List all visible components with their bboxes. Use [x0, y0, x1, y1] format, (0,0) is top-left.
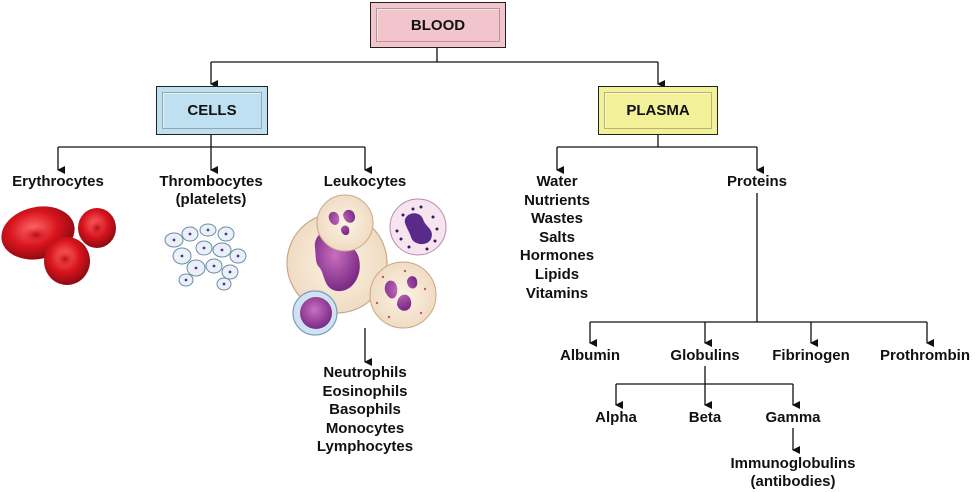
- thrombocytes-label: Thrombocytes (platelets): [146, 173, 276, 209]
- blood-box: BLOOD: [370, 2, 506, 48]
- plasma-component-item: Lipids: [534, 265, 580, 283]
- plasma-component-item: Water: [536, 173, 578, 190]
- platelets-icon: [164, 223, 247, 291]
- beta-label: Beta: [688, 409, 722, 426]
- immunoglobulins-line2: (antibodies): [750, 473, 836, 490]
- prothrombin-label: Prothrombin: [880, 347, 970, 364]
- plasma-component-item: Wastes: [531, 210, 583, 228]
- leukocyte-type-item: Monocytes: [325, 419, 405, 437]
- plasma-component-item: Nutrients: [524, 191, 590, 209]
- leukocytes-label: Leukocytes: [323, 173, 407, 190]
- leukocyte-type-item: Basophils: [329, 401, 401, 419]
- alpha-label: Alpha: [595, 409, 637, 426]
- fibrinogen-label: Fibrinogen: [772, 347, 850, 364]
- leukocyte-type-item: Eosinophils: [322, 382, 408, 400]
- leukocyte-type-item: Neutrophils: [323, 364, 407, 381]
- globulins-label: Globulins: [670, 347, 740, 364]
- immunoglobulins-line1: Immunoglobulins: [730, 455, 856, 472]
- white-blood-cells-icon: [286, 194, 447, 336]
- plasma-component-item: Salts: [539, 228, 575, 246]
- albumin-label: Albumin: [560, 347, 620, 364]
- thrombocytes-line1: Thrombocytes: [159, 173, 263, 190]
- gamma-label: Gamma: [765, 409, 821, 426]
- plasma-component-item: Vitamins: [525, 284, 589, 302]
- thrombocytes-line2: (platelets): [175, 191, 247, 208]
- proteins-label: Proteins: [726, 173, 787, 190]
- plasma-label: PLASMA: [626, 102, 690, 119]
- blood-label: BLOOD: [410, 16, 466, 34]
- plasma-component-item: Hormones: [519, 247, 595, 265]
- cells-box: CELLS: [156, 86, 268, 135]
- erythrocytes-label: Erythrocytes: [12, 173, 104, 190]
- red-blood-cells-icon: [1, 206, 116, 285]
- immunoglobulins-label: Immunoglobulins (antibodies): [713, 455, 873, 491]
- cells-label: CELLS: [187, 102, 237, 119]
- plasma-box: PLASMA: [598, 86, 718, 135]
- leukocyte-type-item: Lymphocytes: [316, 438, 414, 456]
